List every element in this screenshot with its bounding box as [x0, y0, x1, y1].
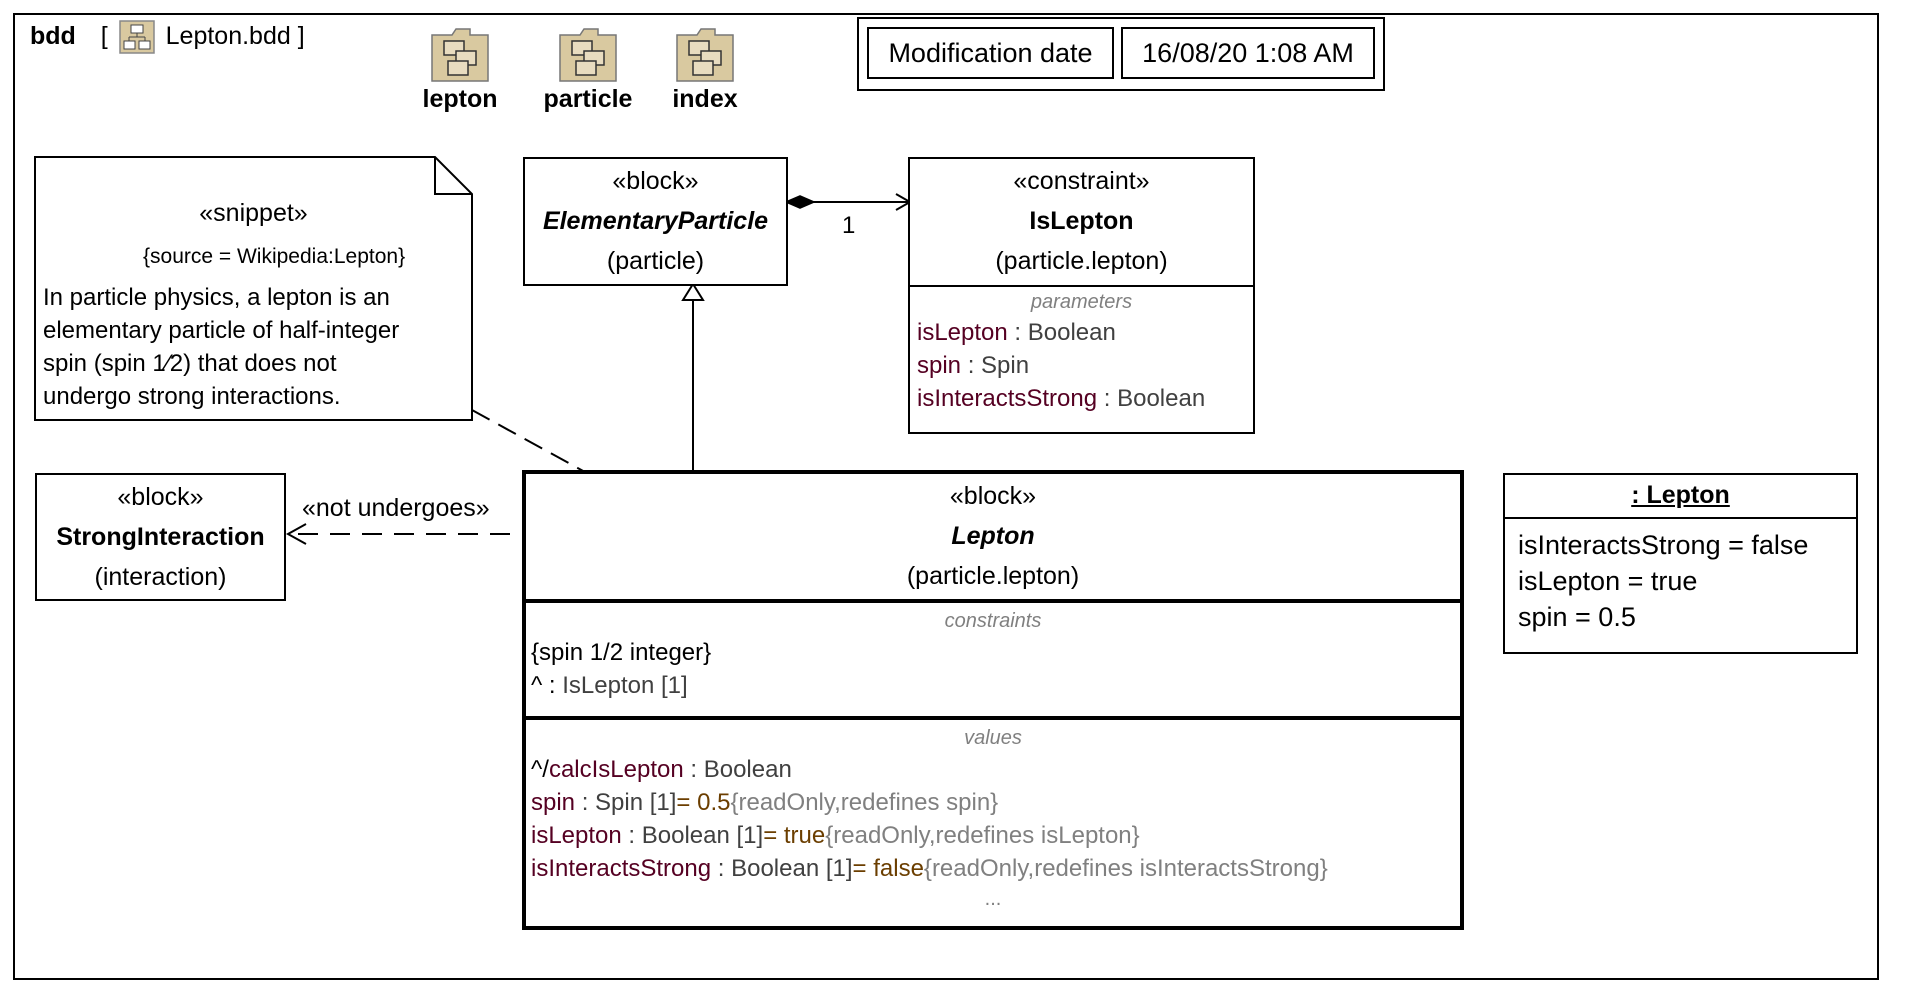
- constraint-text: IsLepton [1]: [562, 672, 688, 699]
- snippet-line: spin (spin 1⁄2) that does not: [43, 350, 337, 377]
- value-row[interactable]: ^/calcIsLepton : Boolean: [531, 753, 1328, 786]
- value-prefix: ^/: [531, 756, 549, 783]
- parameters-title: parameters: [1030, 291, 1133, 313]
- composition-diamond: [784, 195, 816, 209]
- package-icon: [676, 28, 734, 82]
- parameter-row[interactable]: isLepton : Boolean: [917, 316, 1205, 349]
- modification-table: Modification date 16/08/20 1:08 AM: [857, 17, 1385, 91]
- snippet-text: In particle physics, a lepton is an elem…: [43, 281, 399, 413]
- parameter-name: isInteractsStrong: [917, 385, 1098, 412]
- value-type: : Boolean [1]: [621, 822, 764, 849]
- diagram-frame: [13, 13, 1879, 980]
- compartment-divider: [526, 716, 1460, 720]
- package-index[interactable]: index: [650, 25, 760, 120]
- value-name: isInteractsStrong: [531, 855, 712, 882]
- composition-multiplicity: 1: [842, 212, 856, 239]
- compartment-divider: [910, 285, 1253, 287]
- value-name: calcIsLepton: [548, 756, 684, 783]
- values-ellipsis: ...: [984, 888, 1002, 910]
- constraint-package: (particle.lepton): [995, 247, 1168, 275]
- value-properties: {readOnly,redefines isInteractsStrong}: [923, 855, 1328, 882]
- note-anchor-line: [471, 409, 586, 473]
- diagram-header: bdd [ Lepton.bdd ]: [30, 18, 305, 55]
- package-icon: [431, 28, 489, 82]
- snippet-line: undergo strong interactions.: [43, 383, 341, 410]
- package-particle[interactable]: particle: [533, 25, 643, 120]
- constraint-row[interactable]: {spin 1/2 integer}: [531, 639, 712, 666]
- value-properties: {readOnly,redefines isLepton}: [825, 822, 1140, 849]
- block-strong-interaction[interactable]: «block» StrongInteraction (interaction): [35, 473, 286, 601]
- instance-name: : Lepton: [1631, 481, 1730, 509]
- parameter-type: : Spin: [961, 352, 1030, 379]
- dependency-arrowhead: [285, 523, 307, 545]
- parameter-name: isLepton: [917, 319, 1008, 346]
- block-elementary-particle[interactable]: «block» ElementaryParticle (particle): [523, 157, 788, 286]
- bracket-close: ]: [297, 22, 305, 50]
- instance-lepton[interactable]: : Lepton isInteractsStrong = false isLep…: [1503, 473, 1858, 654]
- instance-slot: isInteractsStrong = false: [1518, 530, 1809, 560]
- block-package: (interaction): [94, 563, 227, 591]
- compartment-divider: [1505, 517, 1856, 519]
- value-row[interactable]: spin : Spin [1]= 0.5{readOnly,redefines …: [531, 786, 1328, 819]
- constraint-name: IsLepton: [1029, 207, 1134, 235]
- block-name: ElementaryParticle: [542, 207, 769, 235]
- value-row[interactable]: isLepton : Boolean [1]= true{readOnly,re…: [531, 819, 1328, 852]
- constraint-prefix: ^ :: [531, 672, 563, 699]
- constraint-stereotype: «constraint»: [1013, 167, 1150, 195]
- value-default: = false: [852, 855, 924, 882]
- block-stereotype: «block»: [117, 483, 204, 511]
- snippet-source-tag: {source = Wikipedia:Lepton}: [143, 245, 406, 268]
- snippet-note-outline: [34, 156, 473, 421]
- modification-value-cell: 16/08/20 1:08 AM: [1121, 27, 1375, 79]
- diagram-icon: [118, 20, 155, 55]
- snippet-line: In particle physics, a lepton is an: [43, 284, 390, 311]
- generalization-arrowhead: [681, 282, 705, 301]
- snippet-note[interactable]: «snippet» {source = Wikipedia:Lepton} In…: [35, 157, 472, 420]
- value-name: isLepton: [531, 822, 622, 849]
- parameter-type: : Boolean: [1097, 385, 1206, 412]
- parameter-name: spin: [917, 352, 962, 379]
- package-label: index: [672, 85, 738, 113]
- parameter-row[interactable]: isInteractsStrong : Boolean: [917, 382, 1205, 415]
- value-row[interactable]: isInteractsStrong : Boolean [1]= false{r…: [531, 852, 1328, 885]
- snippet-line: elementary particle of half-integer: [43, 317, 400, 344]
- value-type: : Boolean [1]: [711, 855, 853, 882]
- value-properties: {readOnly,redefines spin}: [730, 789, 999, 816]
- constraint-is-lepton[interactable]: «constraint» IsLepton (particle.lepton) …: [908, 157, 1255, 434]
- constraints-title: constraints: [944, 610, 1042, 632]
- package-label: particle: [543, 85, 633, 113]
- value-default: = 0.5: [676, 789, 731, 816]
- value-name: spin: [531, 789, 576, 816]
- diagram-kind: bdd: [30, 22, 76, 50]
- block-name: StrongInteraction: [56, 523, 265, 551]
- block-name: Lepton: [951, 522, 1035, 550]
- values-title: values: [964, 727, 1022, 749]
- compartment-divider: [526, 599, 1460, 603]
- constraint-row[interactable]: ^ : IsLepton [1]: [531, 669, 711, 702]
- modification-label-cell: Modification date: [867, 27, 1114, 79]
- parameter-row[interactable]: spin : Spin: [917, 349, 1205, 382]
- package-lepton[interactable]: lepton: [405, 25, 515, 120]
- value-type: : Boolean: [683, 756, 792, 783]
- value-default: = true: [763, 822, 826, 849]
- snippet-stereotype: «snippet»: [199, 199, 308, 227]
- dependency-label: «not undergoes»: [302, 494, 490, 522]
- instance-slot: isLepton = true: [1518, 566, 1698, 596]
- package-label: lepton: [422, 85, 498, 113]
- block-package: (particle): [606, 247, 705, 275]
- value-type: : Spin [1]: [575, 789, 677, 816]
- block-stereotype: «block»: [949, 482, 1037, 510]
- package-icon: [559, 28, 617, 82]
- bracket-open: [: [100, 22, 108, 50]
- diagram-title[interactable]: Lepton.bdd: [165, 22, 291, 50]
- modification-value[interactable]: 16/08/20 1:08 AM: [1142, 38, 1354, 68]
- block-package: (particle.lepton): [906, 562, 1080, 590]
- parameter-type: : Boolean: [1007, 319, 1116, 346]
- block-stereotype: «block»: [612, 167, 699, 195]
- modification-label: Modification date: [888, 38, 1093, 68]
- instance-slot: spin = 0.5: [1518, 602, 1636, 632]
- block-lepton[interactable]: «block» Lepton (particle.lepton) constra…: [522, 470, 1464, 930]
